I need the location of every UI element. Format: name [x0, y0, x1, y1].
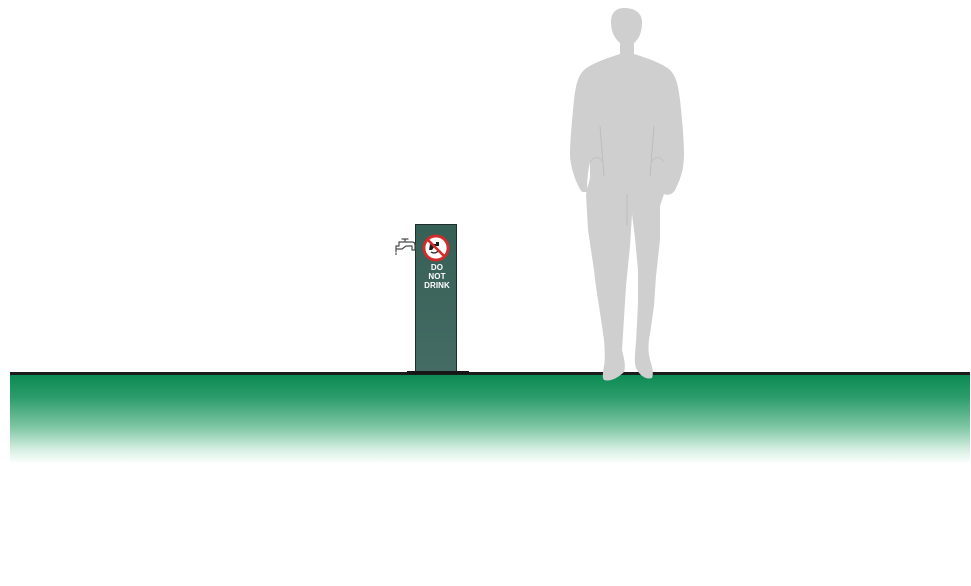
sign-line-drink: DRINK [414, 281, 460, 290]
sign-line-not: NOT [414, 272, 460, 281]
sign-line-do: DO [414, 263, 460, 272]
no-drinking-sign-icon [421, 234, 451, 262]
ground [10, 374, 970, 464]
post-base [407, 371, 469, 374]
tap-icon [394, 237, 418, 257]
person-silhouette-icon [566, 6, 688, 382]
ground-line [10, 372, 970, 375]
do-not-drink-sign: DO NOT DRINK [414, 263, 460, 290]
